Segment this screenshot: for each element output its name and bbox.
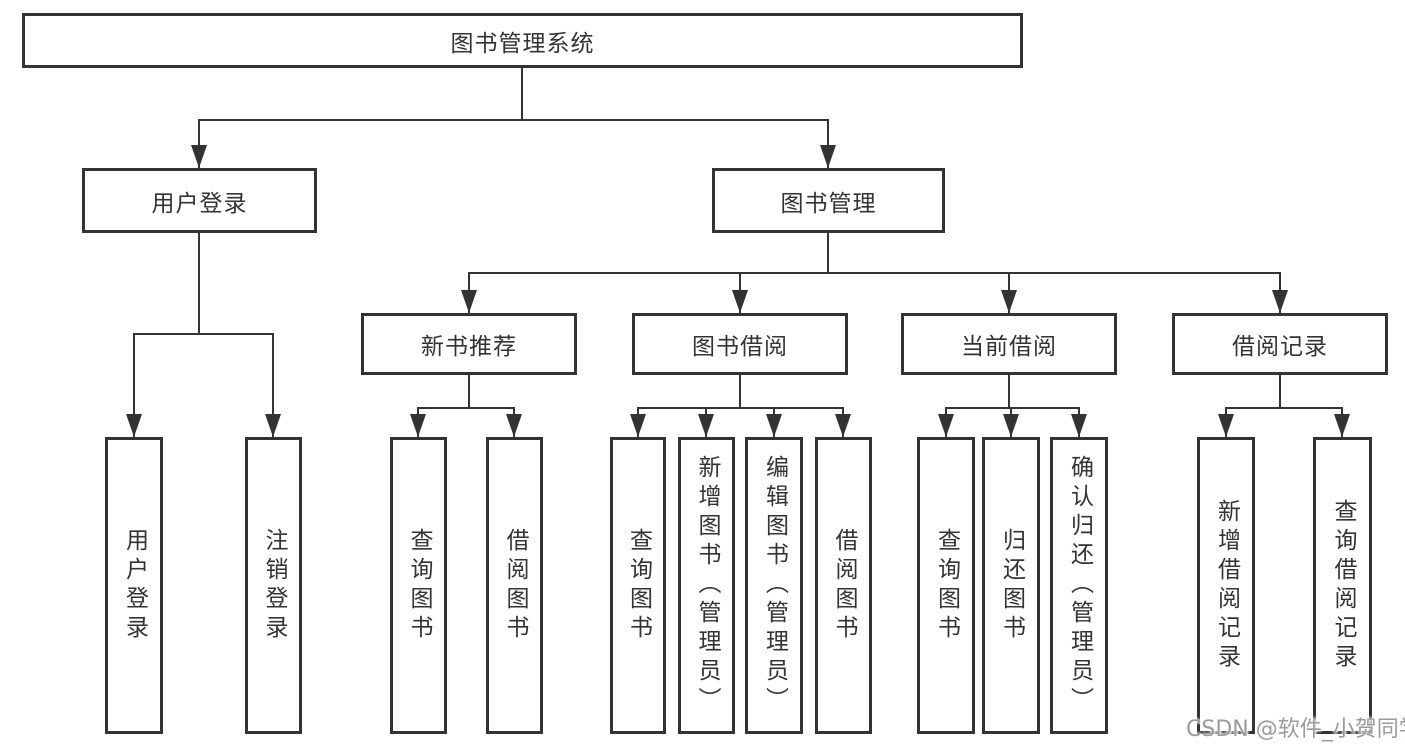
arrow-down-icon: [1334, 414, 1350, 437]
node-current-return-books-label: 归还图书: [998, 527, 1025, 644]
connector-line: [468, 272, 1281, 274]
node-recommend-borrow-books-label: 借阅图书: [502, 527, 528, 644]
node-records-query-record: 查询借阅记录: [1313, 437, 1372, 734]
connector-line: [827, 233, 829, 272]
connector-line: [133, 333, 135, 437]
arrow-down-icon: [835, 414, 851, 437]
arrow-down-icon: [698, 414, 714, 437]
node-records-query-record-label: 查询借阅记录: [1330, 498, 1356, 673]
connector-line: [827, 119, 829, 168]
connector-line: [1225, 407, 1343, 409]
node-current-confirm-return-admin: 确认归还（管理员）: [1050, 437, 1108, 734]
connector-line: [198, 119, 200, 168]
arrow-down-icon: [191, 145, 207, 168]
arrow-down-icon: [938, 414, 954, 437]
node-borrow-records-label: 借阅记录: [1232, 334, 1328, 360]
arrow-down-icon: [766, 414, 782, 437]
node-user-login-action: 用户登录: [105, 437, 163, 734]
node-current-query-books: 查询图书: [917, 437, 975, 734]
arrow-down-icon: [630, 414, 646, 437]
arrow-down-icon: [410, 414, 426, 437]
node-borrowing-add-books-admin: 新增图书（管理员）: [678, 437, 735, 734]
node-borrowing-edit-books-admin-label: 编辑图书（管理员）: [761, 455, 788, 716]
connector-line: [1008, 375, 1010, 407]
node-current-borrowing: 当前借阅: [901, 313, 1117, 375]
node-current-return-books: 归还图书: [982, 437, 1040, 734]
arrow-down-icon: [1071, 414, 1087, 437]
arrow-down-icon: [1218, 414, 1234, 437]
connector-line: [417, 407, 515, 409]
node-logout-action: 注销登录: [245, 437, 302, 734]
arrow-down-icon: [126, 414, 142, 437]
connector-line: [637, 407, 844, 409]
node-current-confirm-return-admin-label: 确认归还（管理员）: [1066, 455, 1093, 716]
node-book-management: 图书管理: [712, 168, 945, 233]
node-book-management-label: 图书管理: [780, 190, 877, 217]
connector-line: [468, 375, 470, 407]
node-records-add-record-label: 新增借阅记录: [1213, 498, 1240, 673]
arrow-down-icon: [1272, 290, 1288, 313]
node-user-login-action-label: 用户登录: [121, 527, 148, 644]
connector-line: [133, 333, 274, 335]
node-user-login: 用户登录: [82, 168, 317, 233]
node-current-borrowing-label: 当前借阅: [961, 334, 1057, 360]
arrow-down-icon: [506, 414, 522, 437]
connector-line: [1279, 375, 1281, 407]
node-library-system-label: 图书管理系统: [450, 30, 595, 57]
connector-line: [521, 68, 523, 120]
node-borrow-records: 借阅记录: [1172, 313, 1388, 375]
node-book-borrowing: 图书借阅: [632, 313, 848, 375]
node-borrowing-query-books-label: 查询图书: [625, 527, 652, 644]
arrow-down-icon: [820, 145, 836, 168]
connector-line: [272, 333, 274, 437]
connector-line: [198, 119, 829, 121]
node-borrowing-borrow-books: 借阅图书: [815, 437, 872, 734]
connector-line: [198, 233, 200, 333]
connector-line: [739, 375, 741, 407]
node-new-book-recommend: 新书推荐: [361, 313, 577, 375]
node-recommend-query-books: 查询图书: [390, 437, 447, 734]
connector-line: [945, 407, 1080, 409]
node-new-book-recommend-label: 新书推荐: [421, 334, 517, 360]
node-recommend-borrow-books: 借阅图书: [486, 437, 543, 734]
node-borrowing-borrow-books-label: 借阅图书: [831, 527, 857, 644]
arrow-down-icon: [265, 414, 281, 437]
node-borrowing-query-books: 查询图书: [610, 437, 666, 734]
node-book-borrowing-label: 图书借阅: [692, 334, 788, 360]
arrow-down-icon: [732, 290, 748, 313]
arrow-down-icon: [1003, 414, 1019, 437]
watermark: CSDN @软件_小贺同学: [1186, 717, 1405, 742]
node-current-query-books-label: 查询图书: [933, 527, 960, 644]
node-logout-action-label: 注销登录: [261, 527, 287, 644]
node-user-login-label: 用户登录: [151, 190, 248, 217]
node-borrowing-edit-books-admin: 编辑图书（管理员）: [745, 437, 803, 734]
node-library-system: 图书管理系统: [22, 13, 1023, 68]
node-records-add-record: 新增借阅记录: [1197, 437, 1255, 734]
arrow-down-icon: [461, 290, 477, 313]
node-recommend-query-books-label: 查询图书: [406, 527, 432, 644]
node-borrowing-add-books-admin-label: 新增图书（管理员）: [694, 455, 720, 716]
arrow-down-icon: [1001, 290, 1017, 313]
